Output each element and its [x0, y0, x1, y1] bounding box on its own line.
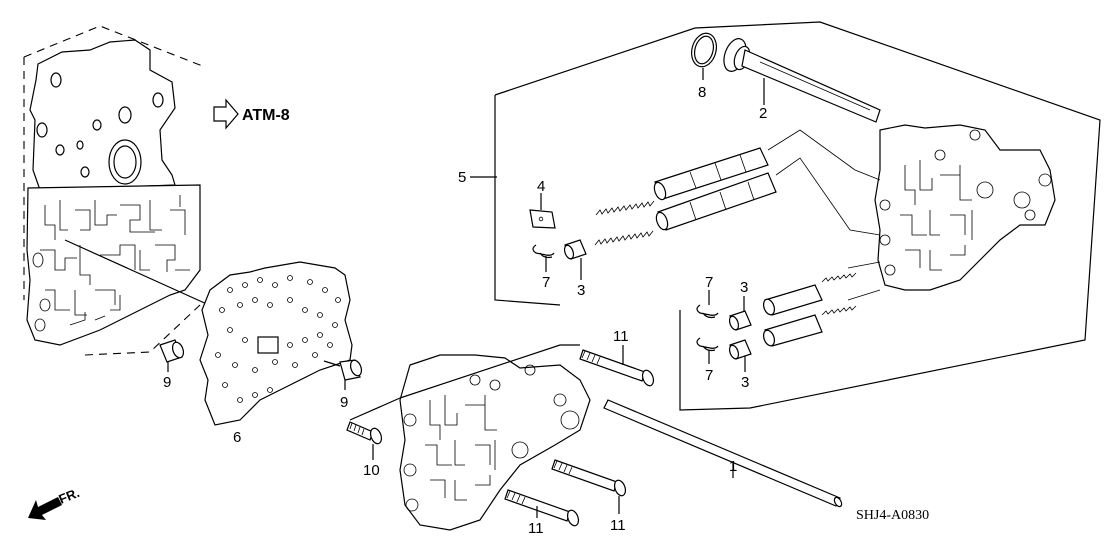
- callout-7b: 7: [705, 274, 713, 291]
- small-plate: [529, 193, 556, 229]
- flange-bolt-bottom-left: [504, 489, 580, 527]
- clip-left: [532, 244, 555, 272]
- callout-8: 8: [698, 84, 706, 101]
- callout-11c: 11: [610, 517, 626, 534]
- callout-10: 10: [363, 462, 380, 479]
- clip-mid-lower: [696, 337, 719, 364]
- direction-label: FR.: [57, 485, 82, 507]
- reference-arrow: ATM-8: [213, 98, 290, 130]
- separator-plate: [199, 261, 353, 426]
- drawing-code: SHJ4-A0830: [856, 508, 929, 523]
- main-valve-body: [23, 25, 221, 356]
- clip-mid-upper: [696, 290, 719, 319]
- callout-11b: 11: [528, 520, 544, 537]
- reference-label: ATM-8: [242, 107, 290, 124]
- direction-indicator: FR.: [28, 485, 82, 520]
- callout-6: 6: [233, 429, 241, 446]
- callout-5: 5: [458, 169, 466, 186]
- valve-cap-mid: [728, 296, 752, 331]
- callout-3b: 3: [740, 279, 748, 296]
- upper-valve-body: [874, 124, 1056, 291]
- callout-4: 4: [537, 178, 545, 195]
- callout-3a: 3: [577, 282, 585, 299]
- flange-bolt-top: [579, 345, 655, 387]
- callout-11a: 11: [613, 328, 629, 345]
- callout-3c: 3: [741, 374, 749, 391]
- dowel-pin-left: [159, 339, 185, 372]
- flange-bolt-bottom-right: [551, 459, 627, 514]
- callouts: 1 2 3 3 3 4 5 6 7 7 7 8 9 9 10 11 11 11: [163, 84, 767, 537]
- long-pin: [603, 399, 843, 508]
- callout-1: 1: [729, 458, 737, 475]
- valve-cap-lower: [728, 339, 752, 372]
- callout-7a: 7: [542, 274, 550, 291]
- valve-cap-upper-left: [563, 239, 587, 280]
- outline-arrow-right-icon: [213, 98, 239, 130]
- o-ring: [691, 32, 717, 80]
- solid-arrow-down-left-icon: [28, 497, 62, 520]
- shaft: [723, 38, 881, 123]
- callout-9a: 9: [163, 374, 171, 391]
- callout-9b: 9: [340, 394, 348, 411]
- lower-valve-body: [349, 344, 591, 531]
- callout-7c: 7: [705, 367, 713, 384]
- valve-group-outline: [470, 21, 1101, 411]
- dowel-pin-right: [323, 359, 363, 390]
- flange-bolt-short: [346, 421, 383, 460]
- callout-2: 2: [759, 105, 767, 122]
- springs-and-valves: [594, 129, 881, 347]
